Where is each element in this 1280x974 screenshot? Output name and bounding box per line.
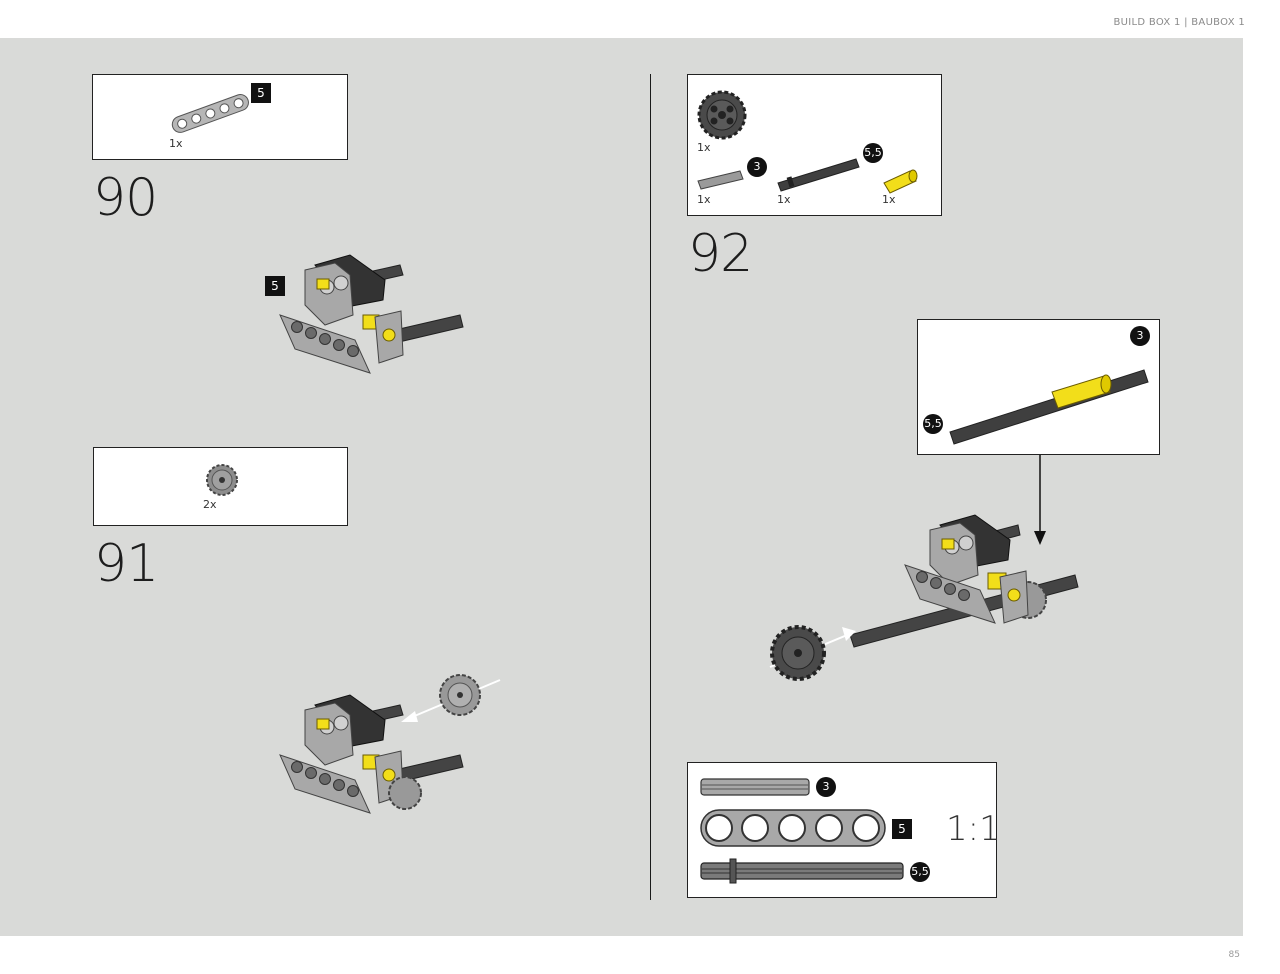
axle-3-scale-icon: [700, 778, 810, 796]
step-92-assembly-illustration: [769, 455, 1079, 681]
step-92-axle3-badge: 3: [747, 157, 767, 177]
step-92-connector-qty: 1x: [882, 193, 896, 206]
scale-axle3-badge: 3: [816, 777, 836, 797]
page-number: 85: [1228, 950, 1240, 960]
column-divider: [650, 74, 651, 900]
scale-beam-badge: 5: [892, 819, 912, 839]
large-gear-icon: [697, 90, 747, 140]
step-92-parts-box: 1x 1x 3 1x 5,5 1x: [687, 74, 942, 216]
axle-with-connector-icon: [949, 369, 1149, 445]
beam-5-scale-icon: [700, 809, 886, 847]
step-92-axle-stop-qty: 1x: [777, 193, 791, 206]
step-92-gear-qty: 1x: [697, 141, 711, 154]
small-gear-icon: [206, 464, 238, 496]
step-90-number: 90: [93, 168, 158, 228]
scale-label: 1:1: [946, 809, 1001, 849]
scale-axle-stop-badge: 5,5: [910, 862, 930, 882]
step-90-part-badge: 5: [251, 83, 271, 103]
connector-icon: [883, 169, 918, 194]
axle-with-stop-icon: [777, 158, 860, 192]
step-92-axle3-qty: 1x: [697, 193, 711, 206]
step-91-assembly-illustration: [279, 674, 501, 814]
step-91-number: 91: [94, 534, 159, 594]
step-92-axle-stop-badge: 5,5: [863, 143, 883, 163]
beam-icon: [171, 94, 249, 133]
header-text: BUILD BOX 1 | BAUBOX 1: [1113, 17, 1245, 28]
step-91-part-qty: 2x: [203, 498, 217, 511]
scale-reference-box: 3 5 5,5 1:1: [687, 762, 1001, 898]
step-92-number: 92: [688, 224, 753, 284]
step-92-subassembly-box: 3 5,5: [917, 319, 1160, 455]
axle-3-icon: [697, 170, 744, 190]
axle-stop-scale-icon: [700, 858, 904, 884]
step-91-parts-box: 2x: [93, 447, 348, 526]
step-90-callout-badge: 5: [265, 276, 285, 296]
step-92-subassembly-badge-bottom: 5,5: [923, 414, 943, 434]
step-90-part-qty: 1x: [169, 137, 183, 150]
step-90-parts-box: 1x 5: [92, 74, 348, 160]
step-90-assembly-illustration: [279, 254, 464, 374]
step-92-subassembly-badge-top: 3: [1130, 326, 1150, 346]
